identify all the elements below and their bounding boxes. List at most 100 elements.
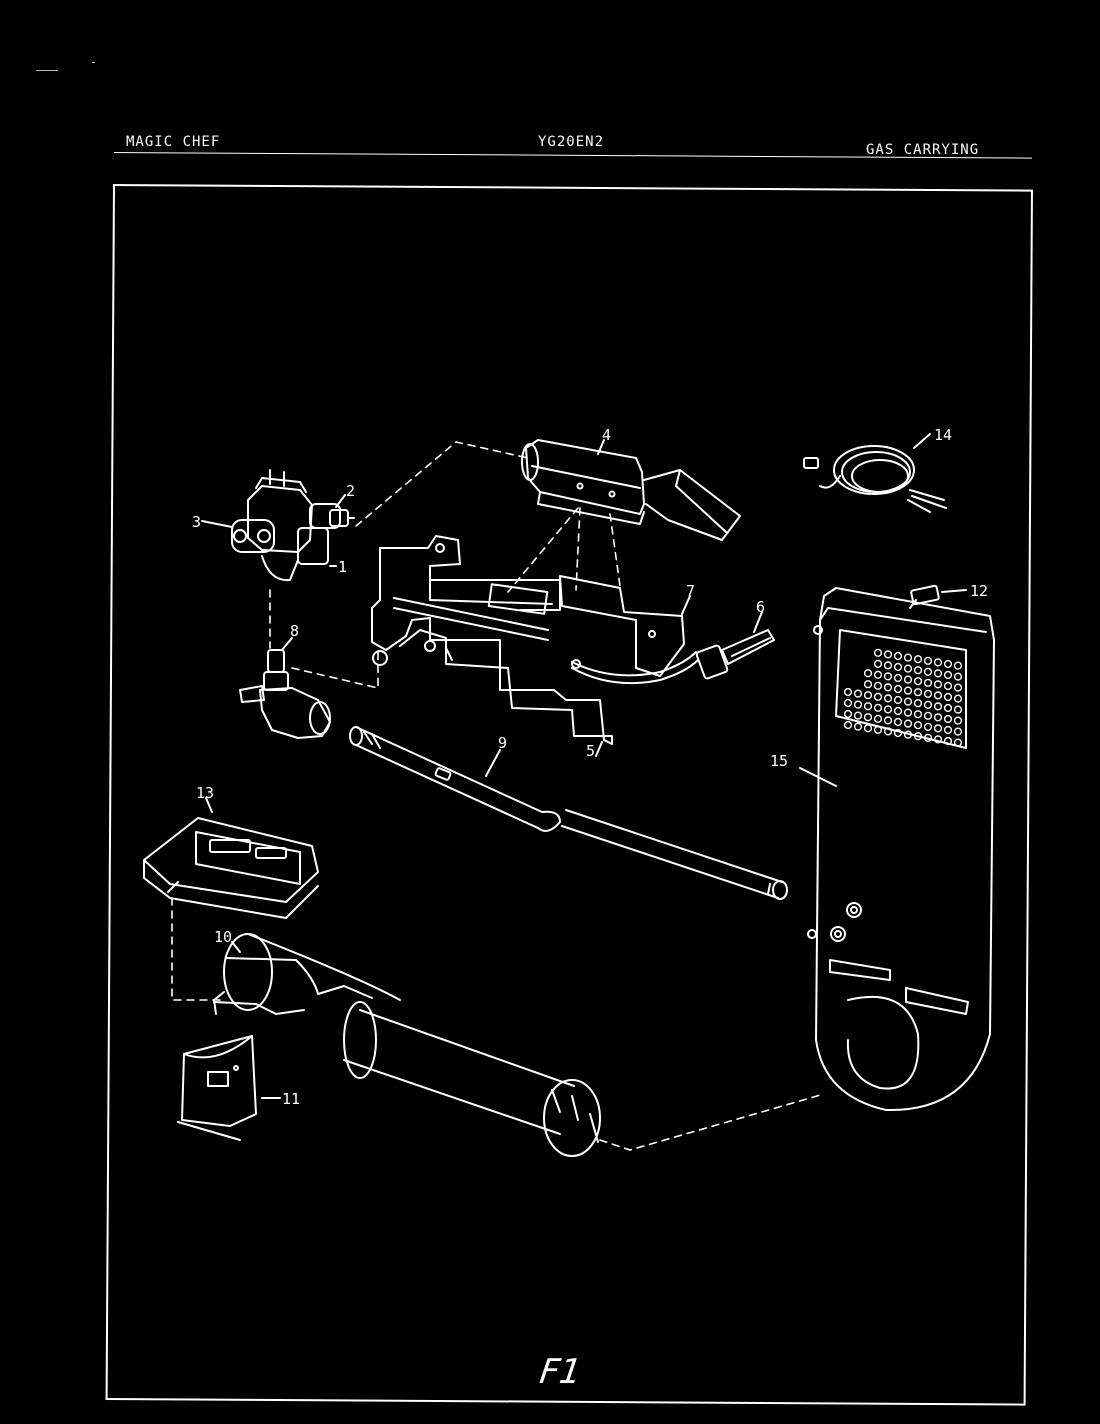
perforation-hole bbox=[893, 695, 903, 705]
perforation-hole bbox=[893, 651, 903, 661]
chamber-support-bracket bbox=[177, 1035, 257, 1141]
perforation-hole bbox=[883, 727, 893, 736]
perforation-hole bbox=[933, 680, 943, 689]
perforation-hole bbox=[933, 669, 943, 678]
perforation-hole bbox=[933, 735, 943, 744]
perforation-hole bbox=[883, 661, 893, 670]
perforation-hole bbox=[903, 686, 913, 695]
perforation-hole bbox=[893, 684, 903, 694]
perforation-hole bbox=[853, 711, 863, 720]
burner-housing-panel bbox=[807, 587, 995, 1112]
perforation-hole bbox=[953, 683, 963, 692]
perforation-hole bbox=[933, 658, 943, 667]
perforation-hole bbox=[923, 667, 933, 676]
perforation-hole bbox=[903, 708, 913, 717]
perforation-hole bbox=[863, 713, 873, 722]
perforation-hole bbox=[953, 672, 963, 681]
perforation-hole bbox=[863, 680, 873, 689]
wire-harness bbox=[803, 445, 947, 513]
perforation-hole bbox=[913, 677, 923, 686]
perforation-hole bbox=[913, 732, 923, 741]
callout-12: 12 bbox=[970, 582, 988, 600]
perforation-hole bbox=[953, 705, 963, 714]
perforation-hole bbox=[893, 717, 903, 727]
perforation-hole bbox=[913, 666, 923, 675]
perforation-hole bbox=[933, 691, 943, 700]
perforation-hole bbox=[923, 700, 933, 709]
perforation-hole bbox=[873, 725, 883, 734]
perforation-hole bbox=[903, 719, 913, 728]
perforation-hole bbox=[913, 688, 923, 697]
flame-sensor-switch bbox=[143, 817, 319, 919]
perforation-hole bbox=[893, 706, 903, 716]
perforation-hole bbox=[943, 692, 953, 702]
perforation-hole bbox=[873, 670, 883, 679]
perforation-hole bbox=[913, 721, 923, 730]
callout-14: 14 bbox=[934, 426, 952, 444]
callout-9: 9 bbox=[498, 734, 507, 752]
callout-3: 3 bbox=[192, 513, 201, 531]
perforation-hole bbox=[903, 675, 913, 684]
perforation-hole bbox=[893, 728, 903, 738]
perforation-hole bbox=[893, 673, 903, 683]
perforation-hole bbox=[853, 700, 863, 709]
perforation-hole bbox=[933, 702, 943, 711]
perforation-hole bbox=[853, 722, 863, 731]
perforation-hole bbox=[923, 711, 933, 720]
perforation-hole bbox=[923, 722, 933, 731]
perforation-hole bbox=[903, 697, 913, 706]
perforation-hole bbox=[943, 670, 953, 680]
callout-13: 13 bbox=[196, 784, 214, 802]
callout-7: 7 bbox=[686, 582, 695, 600]
brand-label: MAGIC CHEF bbox=[126, 134, 221, 150]
perforation-hole bbox=[873, 692, 883, 701]
perforation-hole bbox=[883, 672, 893, 681]
perforation-hole bbox=[863, 669, 873, 678]
callout-1: 1 bbox=[338, 558, 347, 576]
orifice-elbow-fitting bbox=[239, 649, 331, 739]
perforation-hole bbox=[953, 727, 963, 736]
gas-valve-assembly bbox=[231, 469, 355, 582]
perforation-hole bbox=[953, 694, 963, 703]
perforation-hole bbox=[843, 687, 853, 697]
burner-assembly bbox=[521, 439, 741, 541]
perforation-hole bbox=[913, 655, 923, 664]
perforation-hole bbox=[873, 681, 883, 690]
perforation-hole bbox=[903, 730, 913, 739]
burner-bracket bbox=[371, 535, 613, 745]
callout-15: 15 bbox=[770, 752, 788, 770]
model-number: YG20EN2 bbox=[538, 134, 605, 150]
perforation-hole bbox=[853, 689, 863, 698]
perforation-hole bbox=[873, 703, 883, 712]
perforation-hole bbox=[873, 648, 883, 657]
callout-11: 11 bbox=[282, 1090, 300, 1108]
scan-speck bbox=[36, 70, 58, 71]
perforation-hole bbox=[953, 661, 963, 670]
callout-10: 10 bbox=[214, 928, 232, 946]
perforation-hole bbox=[873, 659, 883, 668]
perforation-hole bbox=[883, 694, 893, 703]
perforation-hole bbox=[913, 710, 923, 719]
callout-5: 5 bbox=[586, 742, 595, 760]
perforation-hole bbox=[953, 716, 963, 725]
perforation-hole bbox=[883, 705, 893, 714]
perforation-hole bbox=[943, 681, 953, 691]
perforation-hole bbox=[953, 738, 963, 747]
perforation-hole bbox=[923, 678, 933, 687]
perforation-hole bbox=[893, 662, 903, 672]
perforation-hole bbox=[923, 689, 933, 698]
perforation-hole bbox=[883, 650, 893, 659]
callout-4: 4 bbox=[602, 426, 611, 444]
gas-supply-pipe bbox=[349, 726, 788, 900]
perforation-hole bbox=[863, 691, 873, 700]
callout-6: 6 bbox=[756, 598, 765, 616]
combustion-chamber bbox=[213, 933, 601, 1157]
perforation-hole bbox=[843, 709, 853, 719]
perforation-hole bbox=[943, 714, 953, 724]
scan-speck bbox=[92, 62, 95, 63]
perforation-hole bbox=[883, 683, 893, 692]
callout-labels: 1 2 3 4 5 6 7 8 9 10 11 12 13 14 15 bbox=[192, 426, 988, 1108]
perforation-hole bbox=[863, 724, 873, 733]
perforation-hole bbox=[943, 703, 953, 713]
